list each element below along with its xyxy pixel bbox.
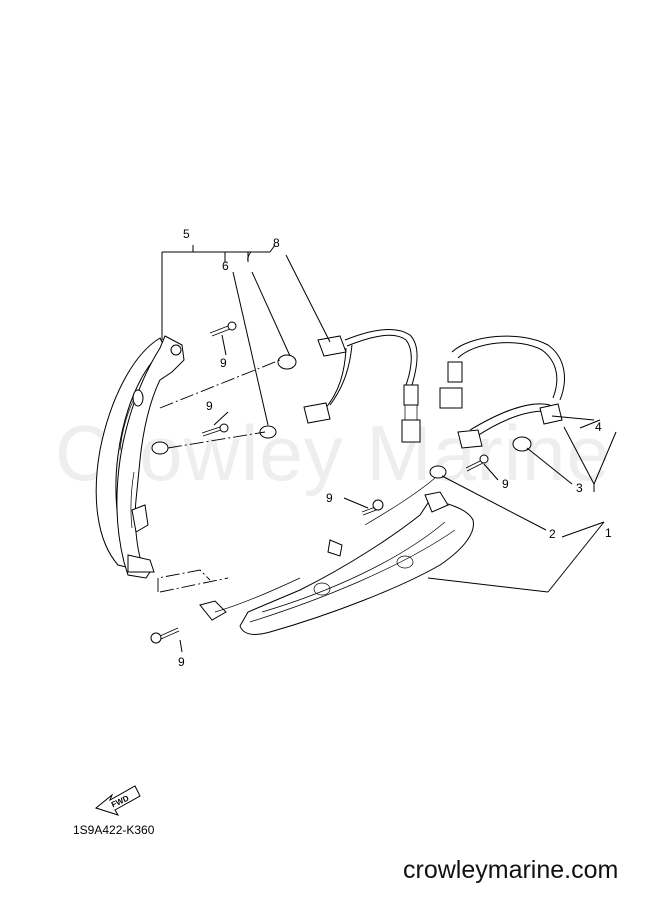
callout-6: 6: [222, 259, 229, 273]
callout-leaders: [161, 244, 617, 653]
callout-7: 7: [245, 249, 252, 263]
callout-9-e: 9: [178, 655, 185, 669]
callout-3: 3: [576, 481, 583, 495]
screw-mid-left[interactable]: [201, 423, 229, 437]
callout-4: 4: [595, 420, 602, 434]
screw-upper-left[interactable]: [209, 321, 237, 337]
callout-8: 8: [273, 236, 280, 250]
dashed-guide-lines: [157, 359, 281, 593]
screw-center[interactable]: [361, 499, 384, 516]
callout-5: 5: [183, 227, 190, 241]
left-lamp-assembly[interactable]: [95, 335, 185, 579]
callout-9-d: 9: [326, 491, 333, 505]
fwd-arrow-icon: FWD: [94, 785, 141, 816]
watermark: Crowley Marine: [55, 409, 611, 497]
callout-9-a: 9: [220, 356, 227, 370]
screw-lower-left[interactable]: [150, 627, 180, 644]
diagram-part-code: 1S9A422-K360: [73, 823, 155, 837]
screw-right[interactable]: [465, 454, 489, 472]
callout-9-b: 9: [206, 399, 213, 413]
right-lamp-assembly[interactable]: [199, 491, 474, 635]
right-harness[interactable]: [364, 335, 565, 526]
left-harness[interactable]: [259, 329, 421, 443]
site-url[interactable]: crowleymarine.com: [403, 856, 619, 884]
callout-2: 2: [549, 527, 556, 541]
callout-1: 1: [605, 526, 612, 540]
callout-9-c: 9: [502, 477, 509, 491]
